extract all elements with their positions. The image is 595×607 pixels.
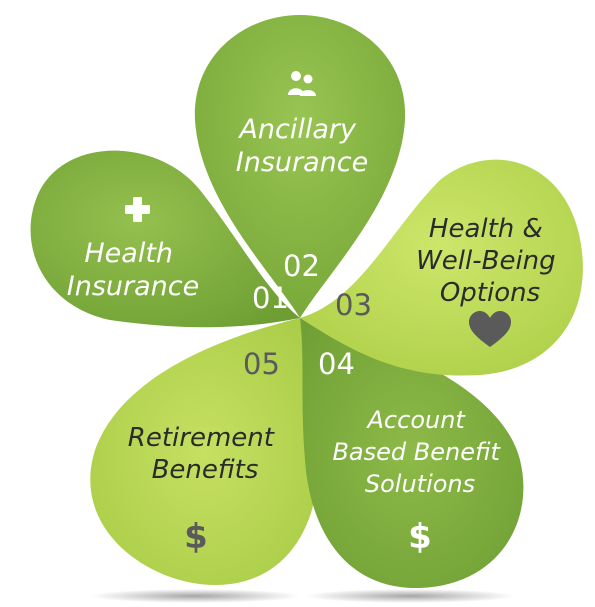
petal-shadow-left [90, 589, 300, 603]
petal-05-label-line-2: Benefits [152, 455, 259, 485]
petal-03-label-line-3: Options [440, 278, 540, 308]
petal-04-label-line-1: Account [366, 406, 467, 434]
petal-01-label-line-2: Insurance [67, 271, 199, 302]
petal-02-label-line-2: Insurance [236, 147, 368, 178]
petal-04[interactable] [300, 318, 524, 589]
petal-04-label: Account Based Benefit Solutions [332, 406, 507, 498]
petal-03[interactable] [300, 159, 583, 376]
petal-05[interactable] [90, 318, 319, 585]
petal-05-number: 05 [243, 347, 280, 381]
petal-03-number: 03 [335, 288, 372, 322]
petal-04-label-line-2: Based Benefit [332, 438, 501, 466]
petal-04-number: 04 [318, 347, 355, 381]
petal-shadow-right [305, 589, 515, 603]
plus-icon [125, 197, 150, 222]
petal-02-label-line-1: Ancillary [237, 114, 357, 145]
petal-01-label: Health Insurance [67, 238, 199, 302]
petal-05-label-line-1: Retirement [128, 423, 275, 453]
petal-01-number: 01 [252, 281, 289, 315]
petal-03-label: Health & Well-Being Options [416, 214, 564, 308]
petal-01-label-line-1: Health [84, 238, 173, 269]
heart-icon [469, 311, 511, 347]
petal-04-label-line-3: Solutions [365, 470, 475, 498]
petal-03-label-line-1: Health & [429, 214, 543, 244]
petal-03-label-line-2: Well-Being [416, 246, 556, 276]
petal-05-label: Retirement Benefits [128, 423, 282, 485]
people-icon [288, 71, 316, 96]
petal-02[interactable] [194, 15, 406, 318]
petal-02-label: Ancillary Insurance [236, 114, 368, 178]
dollar-icon: $ [408, 517, 432, 557]
petal-02-number: 02 [283, 249, 320, 283]
petal-01[interactable] [30, 150, 300, 328]
dollar-icon: $ [184, 517, 208, 557]
